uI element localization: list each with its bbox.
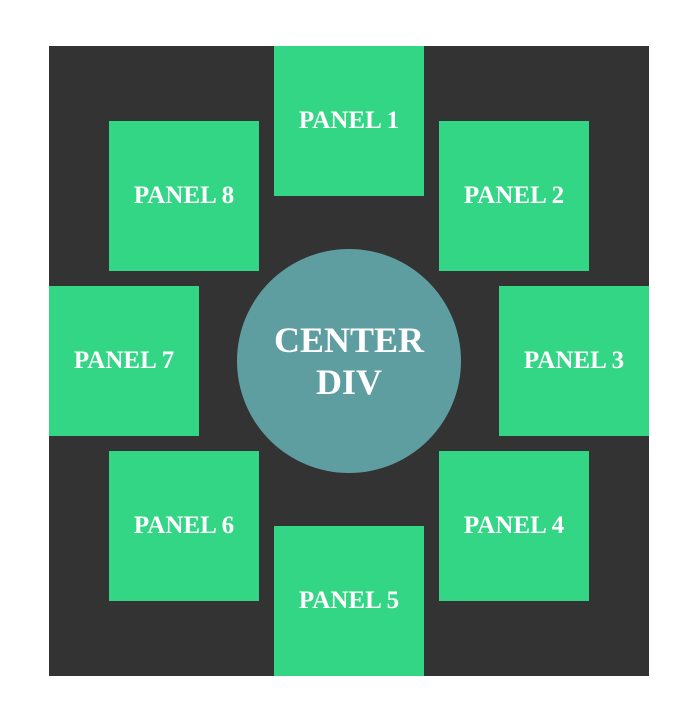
panel-container: PANEL 1 PANEL 2 PANEL 3 PANEL 4 PANEL 5 …	[49, 46, 649, 676]
panel-4[interactable]: PANEL 4	[439, 451, 589, 601]
panel-7[interactable]: PANEL 7	[49, 286, 199, 436]
center-div: CENTER DIV	[237, 249, 461, 473]
panel-8[interactable]: PANEL 8	[109, 121, 259, 271]
panel-2[interactable]: PANEL 2	[439, 121, 589, 271]
center-label-line-1: CENTER	[273, 320, 425, 360]
panel-5[interactable]: PANEL 5	[274, 526, 424, 676]
center-label: CENTER DIV	[269, 319, 429, 403]
panel-6[interactable]: PANEL 6	[109, 451, 259, 601]
center-label-line-2: DIV	[315, 362, 382, 402]
panel-1[interactable]: PANEL 1	[274, 46, 424, 196]
panel-3[interactable]: PANEL 3	[499, 286, 649, 436]
